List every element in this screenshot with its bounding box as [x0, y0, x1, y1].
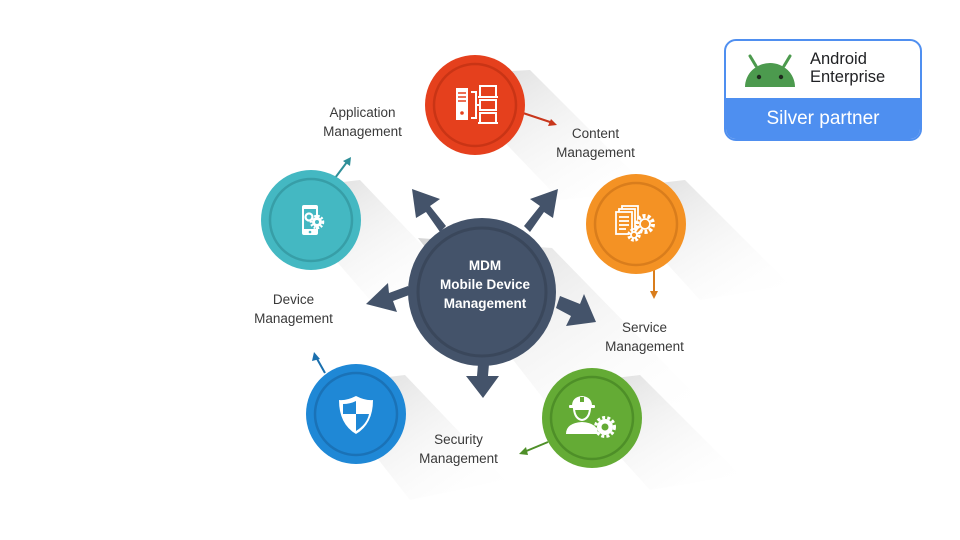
label-line2: Management — [254, 311, 333, 326]
connector-blue — [315, 356, 326, 374]
center-title-line1: MDM — [468, 258, 502, 273]
hub-arrow-left — [366, 283, 412, 312]
badge-brand: Android Enterprise — [810, 50, 885, 86]
center-title: MDM Mobile Device Management — [415, 256, 555, 313]
node-service — [586, 174, 686, 274]
badge-header: Android Enterprise — [726, 41, 920, 98]
label-line1: Security — [434, 432, 483, 447]
worker-gear-icon — [566, 396, 616, 438]
label-line1: Application — [329, 105, 396, 120]
hub-arrow-top-left — [412, 189, 446, 232]
hub-arrow-top-right — [524, 189, 558, 232]
badge-tier: Silver partner — [726, 98, 920, 139]
arrowhead-blue — [312, 352, 320, 361]
label-line2: Management — [556, 145, 635, 160]
node-content — [425, 55, 525, 155]
arrowhead-content — [548, 119, 557, 126]
node-worker — [542, 368, 642, 468]
label-content-management: Content Management — [548, 124, 643, 162]
center-title-line3: Management — [443, 296, 527, 311]
center-hub — [366, 189, 596, 398]
hub-arrows — [366, 189, 596, 398]
label-line2: Management — [419, 451, 498, 466]
badge-brand-line2: Enterprise — [810, 68, 886, 86]
connector-content — [519, 111, 554, 124]
shield-icon — [339, 396, 373, 434]
label-line1: Service — [621, 320, 667, 335]
phone-gears-icon — [302, 205, 325, 235]
connector-green — [523, 441, 549, 453]
label-application-management: Application Management — [315, 103, 410, 141]
label-line2: Management — [323, 124, 402, 139]
label-security-management: Security Management — [411, 430, 506, 468]
android-enterprise-badge: Android Enterprise Silver partner — [724, 39, 922, 141]
connector-teal — [334, 161, 348, 179]
hub-arrow-bottom — [466, 352, 499, 398]
label-line2: Management — [605, 339, 684, 354]
node-inner-ring — [593, 181, 679, 267]
label-device-management: Device Management — [246, 290, 341, 328]
center-title-line2: Mobile Device — [439, 277, 531, 292]
server-network-icon — [456, 85, 498, 124]
node-inner-ring — [549, 375, 635, 461]
hub-inner-ring — [416, 226, 548, 358]
node-connectors — [312, 111, 658, 455]
arrowhead-service — [650, 291, 658, 299]
android-robot-icon — [745, 54, 795, 87]
label-service-management: Service Management — [597, 318, 692, 356]
documents-gears-icon — [615, 205, 655, 242]
arrowhead-green — [519, 447, 528, 455]
node-shield — [306, 364, 406, 464]
hub-circle — [408, 218, 556, 366]
arrowhead-teal — [343, 157, 351, 166]
hub-arrow-right — [556, 294, 596, 326]
node-phone — [261, 170, 361, 270]
label-line1: Content — [571, 126, 620, 141]
label-line1: Device — [272, 292, 315, 307]
badge-brand-line1: Android — [810, 50, 867, 68]
